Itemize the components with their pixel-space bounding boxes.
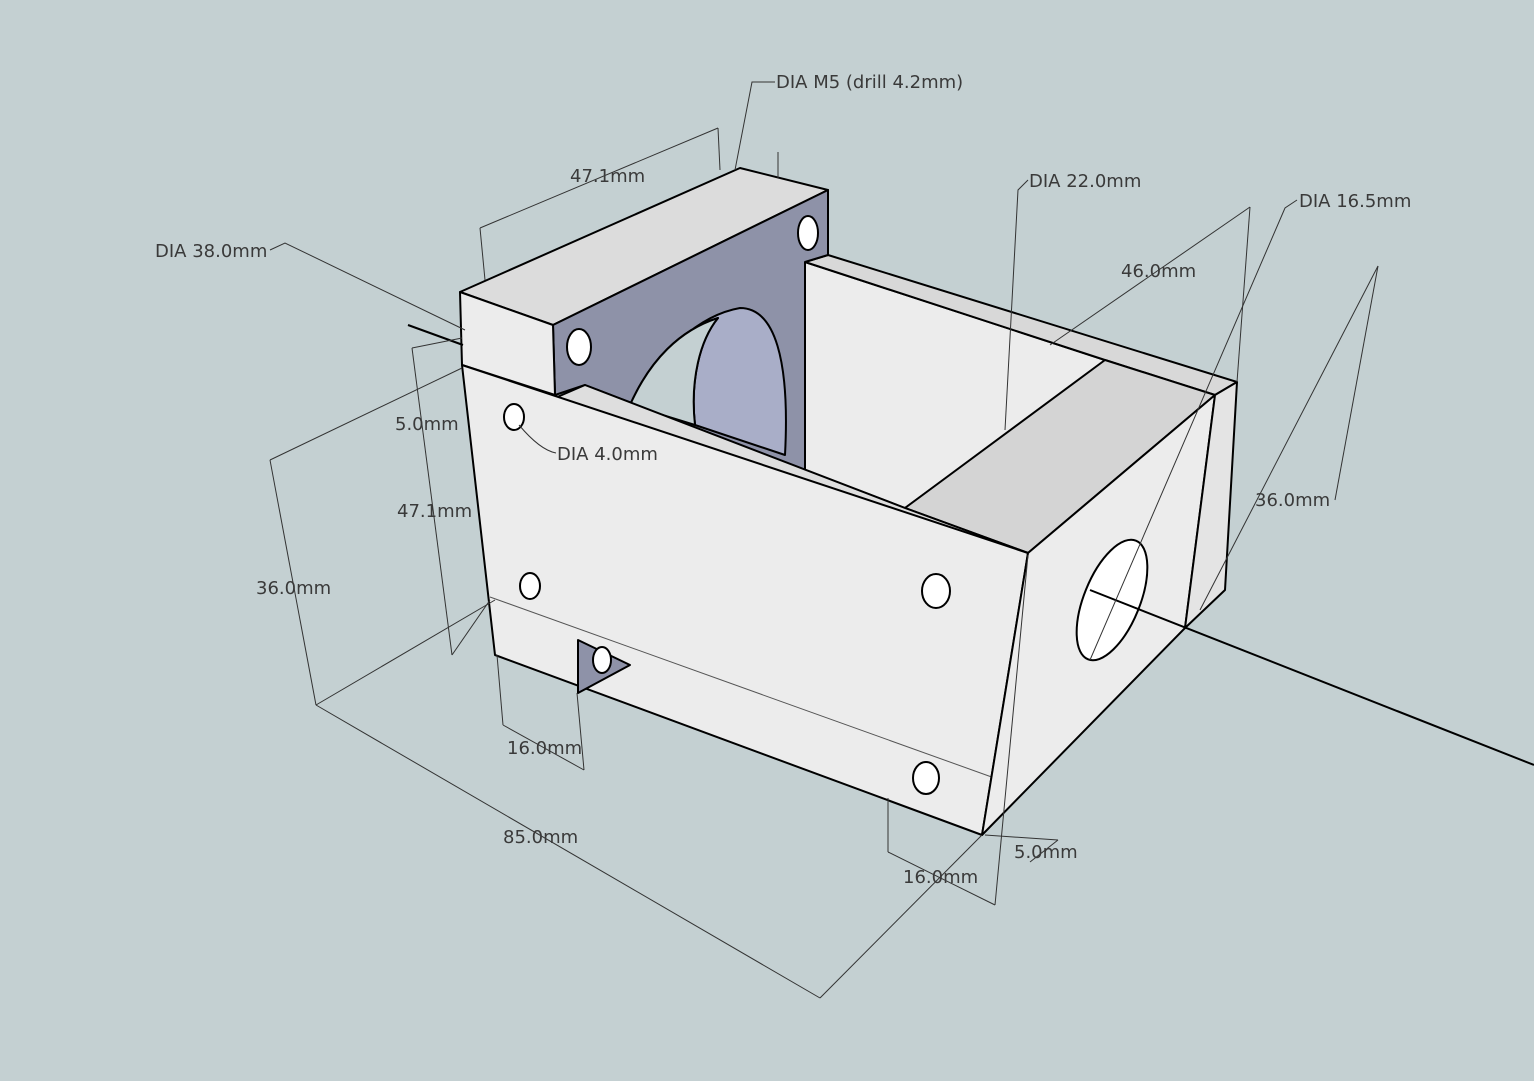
dim-dia-4: DIA 4.0mm [557,444,658,465]
dim-dia-16-5: DIA 16.5mm [1299,191,1412,212]
end-block-side [1184,381,1238,629]
side-hole [912,761,940,795]
dim-top-width: 47.1mm [570,166,646,187]
dim-length-85: 85.0mm [503,827,579,848]
side-hole [503,403,525,431]
dim-foot-16-left: 16.0mm [507,738,583,759]
dim-thick-5-left: 5.0mm [395,414,459,435]
dim-height-36-left: 36.0mm [256,578,332,599]
side-hole [519,572,541,600]
dim-thick-5-right: 5.0mm [1014,842,1078,863]
dim-foot-16-right: 16.0mm [903,867,979,888]
dim-dia-m5: DIA M5 (drill 4.2mm) [776,72,964,93]
flange-hole [566,328,592,366]
side-hole [921,573,951,609]
bore-opening [629,317,719,426]
dim-height-36-right: 36.0mm [1255,490,1331,511]
dim-dia-38: DIA 38.0mm [155,241,268,262]
end-bore-hole [1075,538,1149,662]
dim-dia-22: DIA 22.0mm [1029,171,1142,192]
dimension-lines [269,81,1379,999]
dim-back-46: 46.0mm [1121,261,1197,282]
dim-height-47: 47.1mm [397,501,473,522]
flange-hole [797,215,819,251]
